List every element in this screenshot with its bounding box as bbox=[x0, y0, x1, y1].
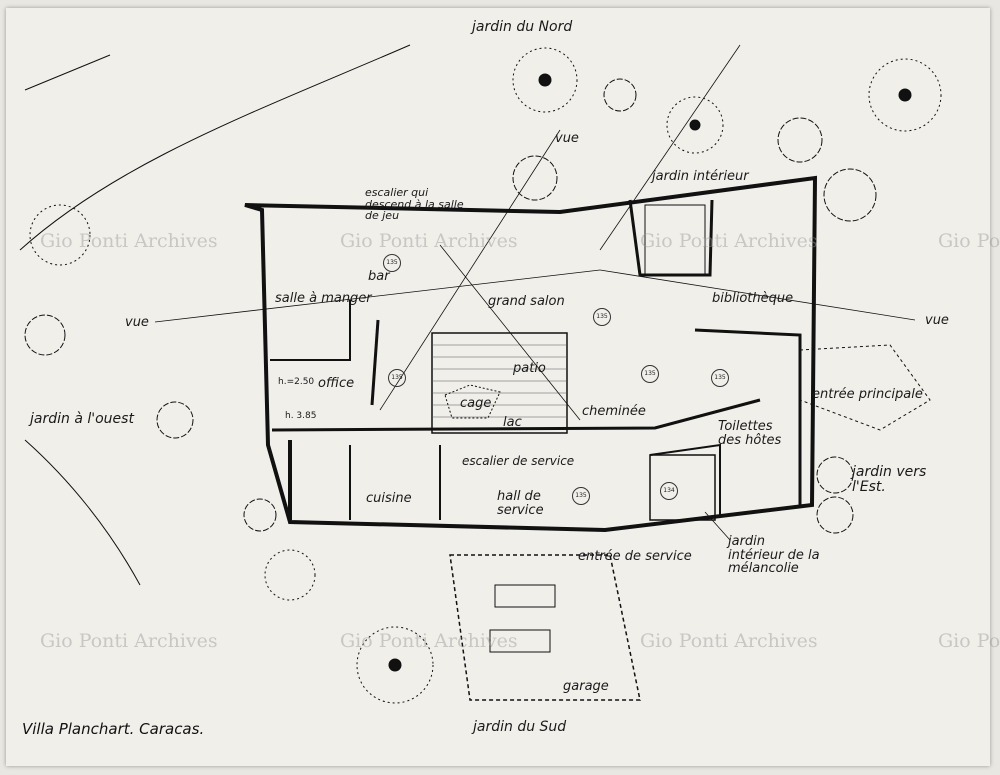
view-line bbox=[154, 269, 601, 323]
watermark: Gio Ponti Archives bbox=[938, 630, 1000, 652]
label-cuisine: cuisine bbox=[366, 491, 412, 506]
tree-icon bbox=[868, 58, 942, 132]
label-vue-est: vue bbox=[925, 313, 949, 328]
tree-icon bbox=[823, 168, 877, 222]
tree-icon bbox=[29, 204, 91, 266]
level-mark: 135 bbox=[388, 369, 406, 387]
tree-icon bbox=[264, 549, 316, 601]
interior-wall bbox=[270, 300, 351, 361]
label-office: office bbox=[318, 376, 355, 391]
site-boundary-line bbox=[19, 44, 411, 251]
label-bibliotheque: bibliothèque bbox=[712, 291, 794, 306]
view-line bbox=[599, 44, 741, 251]
cage-outline bbox=[444, 384, 501, 419]
interior-wall bbox=[694, 328, 802, 505]
main-entrance-path bbox=[799, 344, 931, 431]
label-jardin-est: jardin vers l'Est. bbox=[852, 464, 927, 495]
watermark: Gio Ponti Archives bbox=[340, 630, 518, 652]
tree-icon bbox=[603, 78, 637, 112]
level-mark: 135 bbox=[711, 369, 729, 387]
tree-icon bbox=[816, 456, 854, 494]
interior-wall bbox=[370, 319, 380, 406]
watermark: Gio Ponti Archives bbox=[340, 230, 518, 252]
view-line bbox=[439, 244, 581, 421]
tree-icon bbox=[777, 117, 823, 163]
watermark: Gio Ponti Archives bbox=[640, 630, 818, 652]
car bbox=[489, 629, 551, 653]
label-escalier-jeu: escalier qui descend à la salle de jeu bbox=[365, 186, 464, 223]
level-mark: 135 bbox=[383, 254, 401, 272]
level-mark: 135 bbox=[572, 487, 590, 505]
tree-icon bbox=[816, 496, 854, 534]
site-boundary-line bbox=[24, 54, 111, 91]
watermark: Gio Ponti Archives bbox=[938, 230, 1000, 252]
label-jardin-ouest: jardin à l'ouest bbox=[30, 411, 134, 427]
label-grand-salon: grand salon bbox=[488, 294, 565, 309]
paper-sheet bbox=[6, 8, 990, 766]
patio-area bbox=[431, 332, 568, 434]
level-mark: 135 bbox=[593, 308, 611, 326]
tree-icon bbox=[356, 626, 434, 704]
melancolie-garden-area bbox=[649, 454, 716, 521]
inner-garden-area bbox=[644, 204, 706, 276]
interior-wall bbox=[271, 398, 761, 432]
label-cheminee: cheminée bbox=[582, 404, 646, 419]
label-jardin-interieur: jardin intérieur bbox=[652, 169, 749, 184]
pointer-line bbox=[704, 511, 731, 541]
label-entree-principale: entrée principale bbox=[812, 387, 923, 402]
label-vue-nord: vue bbox=[555, 131, 579, 146]
tree-icon bbox=[24, 314, 66, 356]
watermark: Gio Ponti Archives bbox=[40, 230, 218, 252]
site-boundary-line bbox=[24, 439, 141, 586]
tree-icon bbox=[243, 498, 277, 532]
view-line bbox=[599, 269, 916, 321]
label-vue-ouest: vue bbox=[125, 315, 149, 330]
label-jardin-sud: jardin du Sud bbox=[473, 719, 567, 735]
watermark: Gio Ponti Archives bbox=[40, 630, 218, 652]
label-escalier-service: escalier de service bbox=[462, 454, 575, 468]
tree-icon bbox=[666, 96, 724, 154]
label-cage: cage bbox=[460, 396, 492, 411]
trees bbox=[24, 47, 942, 704]
label-hall-service: hall de service bbox=[497, 489, 544, 518]
watermark: Gio Ponti Archives bbox=[640, 230, 818, 252]
label-lac: lac bbox=[503, 415, 522, 430]
label-jardin-melancolie: jardin intérieur de la mélancolie bbox=[728, 534, 820, 577]
label-patio: patio bbox=[513, 361, 546, 376]
label-garage: garage bbox=[563, 679, 609, 694]
interior-wall bbox=[649, 443, 721, 515]
building-outer-wall bbox=[244, 175, 818, 533]
car bbox=[494, 584, 556, 608]
level-mark: 135 bbox=[641, 365, 659, 383]
tree-icon bbox=[512, 47, 578, 113]
caption: Villa Planchart. Caracas. bbox=[22, 720, 205, 738]
label-toilettes: Toilettes des hôtes bbox=[718, 419, 782, 448]
view-line bbox=[379, 129, 561, 411]
level-mark: 134 bbox=[660, 482, 678, 500]
garage-outline bbox=[449, 554, 641, 701]
label-entree-service: entrée de service bbox=[578, 549, 692, 564]
tree-icon bbox=[156, 401, 194, 439]
label-height-1: h.=2.50 bbox=[278, 377, 315, 387]
label-height-2: h. 3.85 bbox=[285, 411, 317, 421]
tree-icon bbox=[512, 155, 558, 201]
label-jardin-nord: jardin du Nord bbox=[472, 19, 573, 35]
label-bar: bar bbox=[368, 269, 390, 284]
label-salle-a-manger: salle à manger bbox=[275, 291, 372, 306]
